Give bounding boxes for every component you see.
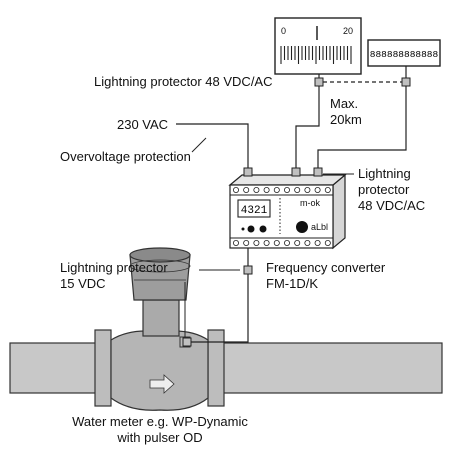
lcd-value: 4321 [241,205,268,217]
terminal-screw [243,239,250,246]
lightning-48-top-label: Lightning protector 48 VDC/AC [94,74,272,89]
terminal-screw [273,239,280,246]
terminal-screw [294,239,301,246]
brand-label: m-ok [300,198,320,208]
terminal-screw [324,186,331,193]
vac-230-label: 230 VAC [117,117,168,132]
terminal-screw [273,186,280,193]
meter-label-1: Water meter e.g. WP-Dynamic [72,414,248,429]
terminal-screw [314,239,321,246]
terminal-screw [283,239,290,246]
counter-digits: 888888888888 [370,49,439,60]
water-meter [94,247,225,411]
converter-label-2: FM-1D/K [266,276,318,291]
terminal-screw [314,186,321,193]
scale-min-label: 0 [281,26,286,36]
terminal-screw [304,186,311,193]
analog-display: 0 20 [274,17,362,75]
button-label: aLbl [311,222,328,232]
labels: Lightning protector 48 VDC/AC Max. 20km … [60,74,425,445]
meter-label-2: with pulser OD [116,430,202,445]
terminal-screw [232,239,239,246]
max-distance-label-1: Max. [330,96,358,111]
terminal-screw [294,186,301,193]
converter-label-1: Frequency converter [266,260,386,275]
terminal-screw [263,186,270,193]
overvoltage-label: Overvoltage protection [60,149,191,164]
lightning-15-label-2: 15 VDC [60,276,106,291]
lightning-48-side-label-2: protector [358,182,410,197]
digital-counter: 888888888888 [367,39,441,67]
terminal-screw [283,186,290,193]
terminal-screw [263,239,270,246]
lightning-15-label-1: Lightning protector [60,260,168,275]
frequency-converter-unit: 4321 m-ok aLbl [228,173,347,250]
terminal-screw [243,186,250,193]
scale-max-label: 20 [343,26,353,36]
lightning-48-side-label-1: Lightning [358,166,411,181]
pipe [9,342,443,394]
terminal-screw [253,186,260,193]
max-distance-label-2: 20km [330,112,362,127]
terminal-screw [324,239,331,246]
lightning-48-side-label-3: 48 VDC/AC [358,198,425,213]
wires [176,66,407,343]
protector-nodes [182,77,411,347]
terminal-screw [304,239,311,246]
terminal-screw [253,239,260,246]
terminal-screw [232,186,239,193]
